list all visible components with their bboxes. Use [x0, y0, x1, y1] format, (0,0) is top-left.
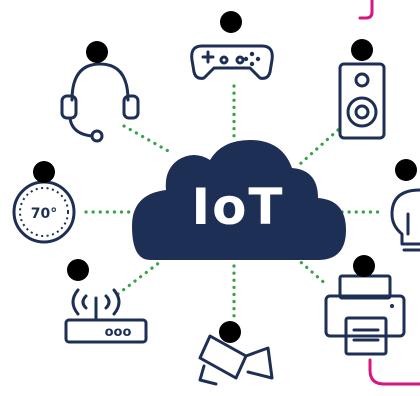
connector-speaker: [298, 128, 340, 166]
thermostat-icon: 70°: [12, 180, 76, 244]
wifi-icon: [67, 259, 89, 281]
connector-headset: [122, 124, 172, 154]
connector-router: [116, 260, 162, 296]
speaker-icon: [338, 62, 386, 140]
wifi-icon: [219, 321, 241, 343]
wifi-icon: [33, 161, 55, 183]
wifi-icon: [353, 255, 375, 277]
iot-cloud: IoT: [132, 140, 346, 260]
lightbulb-icon: [390, 188, 420, 252]
connector-printer: [294, 256, 330, 288]
frame-line-bottom: [368, 358, 420, 386]
router-label: ooo: [105, 325, 132, 340]
wifi-icon: [86, 41, 108, 63]
gamepad-icon: [190, 44, 274, 80]
headset-icon: [60, 62, 140, 143]
thermostat-value: 70°: [31, 206, 57, 222]
printer-icon: [324, 274, 406, 356]
security-camera-icon: [198, 334, 274, 386]
wifi-icon: [220, 11, 242, 33]
frame-line-top: [358, 0, 374, 20]
connectors: [84, 84, 380, 320]
wifi-icon: [395, 159, 417, 181]
cloud-title: IoT: [191, 178, 284, 236]
wifi-icon: [351, 39, 373, 61]
router-icon: ooo: [64, 288, 148, 344]
